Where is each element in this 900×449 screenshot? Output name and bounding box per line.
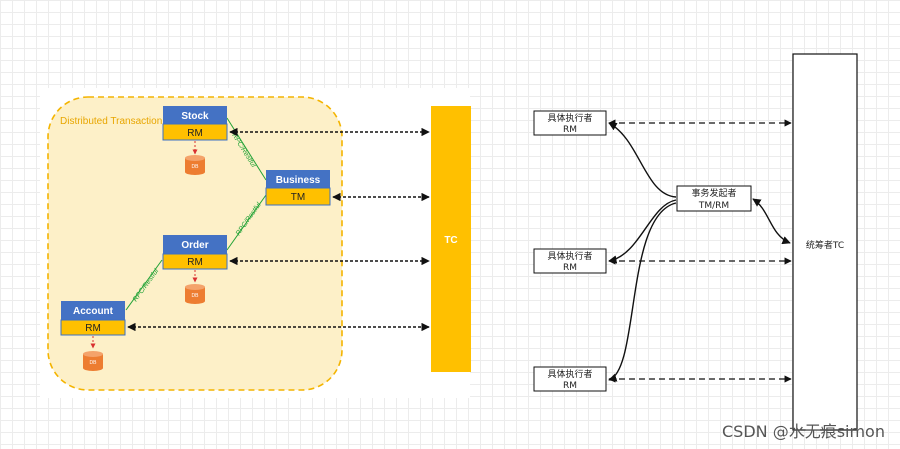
stock-db-icon: DB (185, 155, 205, 175)
initiator-executor-3-curve (608, 202, 677, 382)
coordinator-tc-box (792, 53, 858, 431)
order-db-icon: DB (185, 284, 205, 304)
initiator-line1: 事务发起者 (691, 187, 736, 199)
rpc-link-account-order (125, 259, 163, 311)
stock-db-label: DB (192, 164, 200, 170)
executor-3-line2: RM (563, 381, 577, 391)
executor-1-line2: RM (563, 125, 577, 135)
executor-2-line2: RM (563, 263, 577, 273)
account-header (61, 301, 125, 320)
stock-role: RM (187, 128, 203, 139)
stock-name: Stock (181, 111, 209, 122)
executor-2-line1: 具体执行者 (547, 250, 592, 262)
initiator-box: 事务发起者 TM/RM (676, 185, 752, 212)
business-role-box (265, 187, 331, 206)
stock-role-box (162, 123, 228, 141)
order-header (163, 235, 227, 254)
rpc-link-order-business (226, 194, 267, 251)
initiator-line2: TM/RM (698, 201, 729, 211)
tc-label: TC (444, 235, 457, 246)
stock-header (163, 106, 227, 124)
coordinator-label: 统筹者TC (806, 239, 844, 251)
csdn-watermark: CSDN @水无痕simon (722, 422, 885, 441)
executor-box-3: 具体执行者 RM (533, 366, 607, 392)
service-order: Order RM (162, 235, 228, 270)
service-stock: Stock RM (162, 106, 228, 141)
order-role: RM (187, 257, 203, 268)
executor-box-1: 具体执行者 RM (533, 110, 607, 136)
tc-bar (431, 106, 471, 372)
business-name: Business (276, 175, 321, 186)
order-name: Order (181, 240, 208, 251)
service-business: Business TM (265, 170, 331, 206)
initiator-executor-1-curve (608, 122, 677, 198)
business-role: TM (291, 192, 305, 203)
business-header (266, 170, 330, 188)
group-label: Distributed Transaction (60, 116, 162, 127)
account-role: RM (85, 323, 101, 334)
order-role-box (162, 253, 228, 270)
account-db-label: DB (90, 360, 98, 366)
order-db-label: DB (192, 293, 200, 299)
executor-3-line1: 具体执行者 (547, 368, 592, 380)
service-account: Account RM (60, 301, 126, 336)
initiator-coordinator-curve (752, 198, 791, 245)
executor-box-2: 具体执行者 RM (533, 248, 607, 274)
account-name: Account (73, 306, 114, 317)
account-role-box (60, 319, 126, 336)
account-db-icon: DB (83, 351, 103, 371)
executor-1-line1: 具体执行者 (547, 112, 592, 124)
